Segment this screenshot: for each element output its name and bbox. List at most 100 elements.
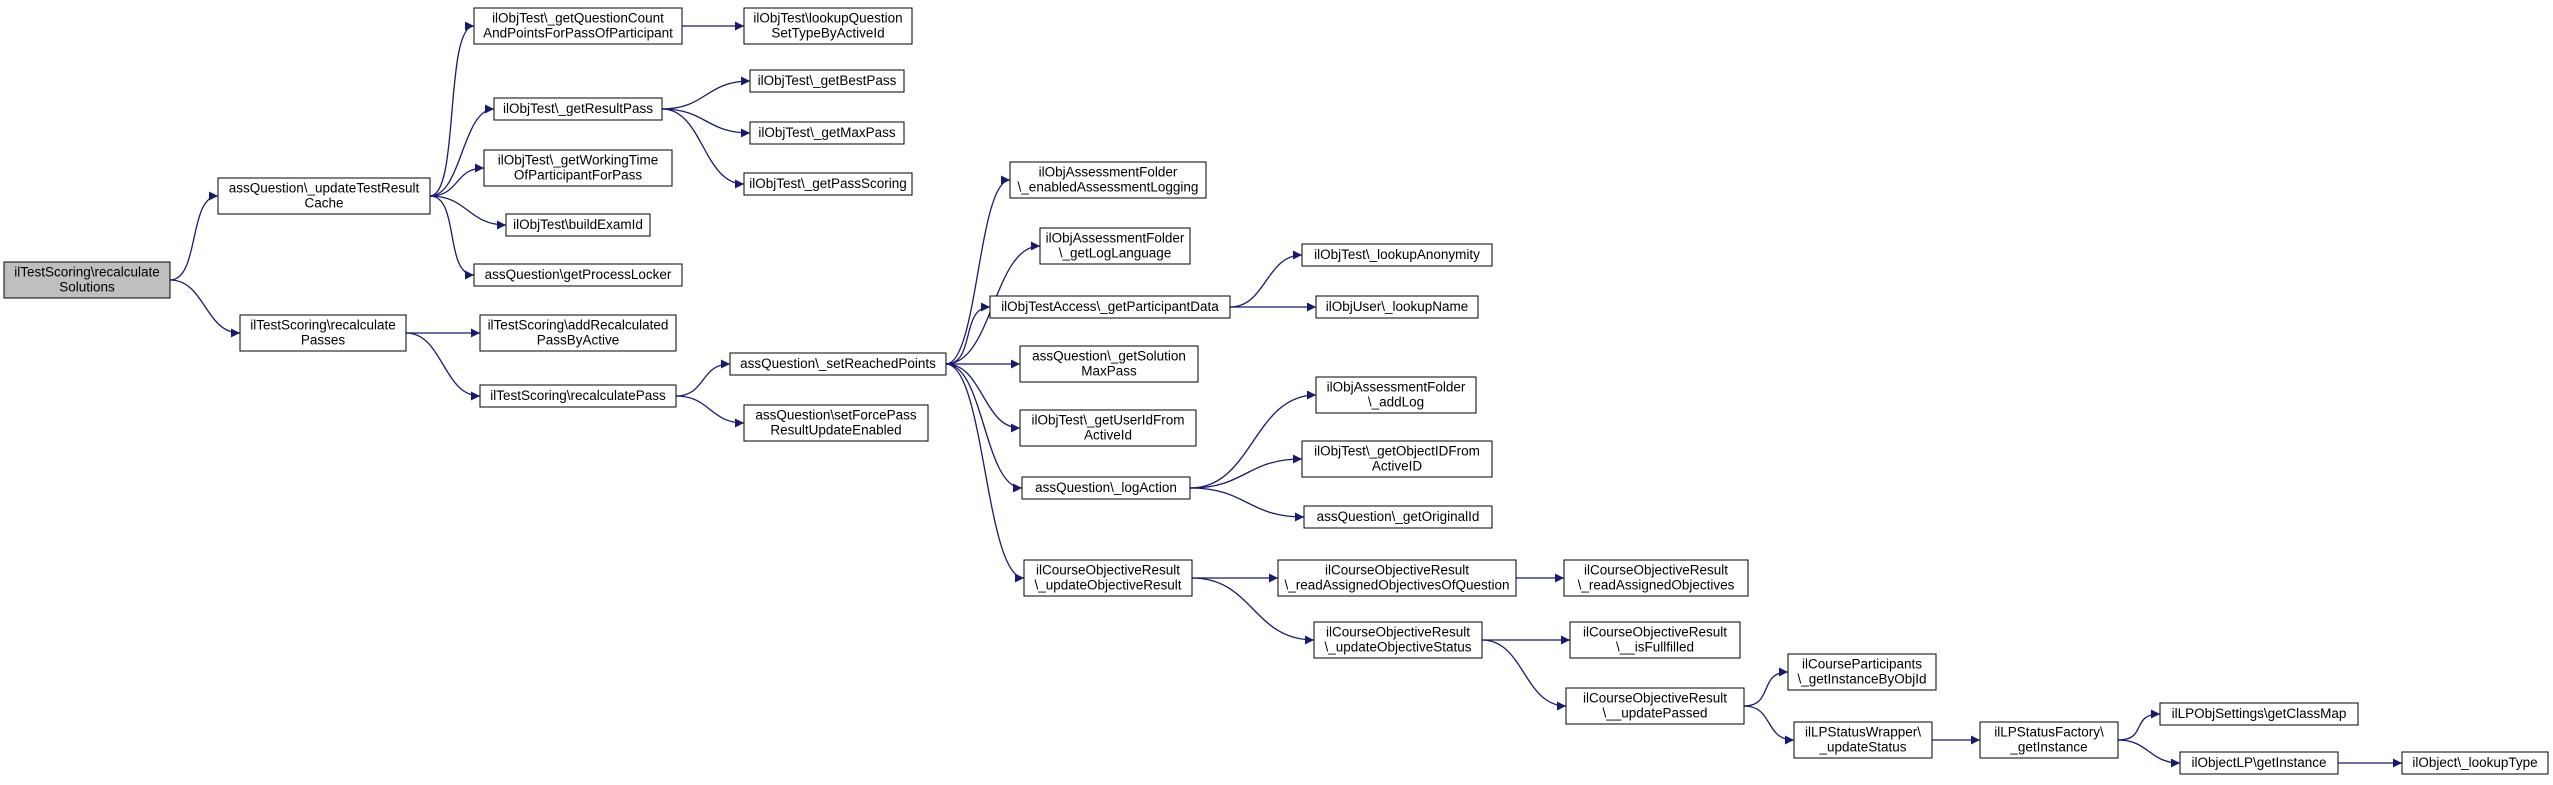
node-box[interactable] — [493, 97, 663, 121]
node-label: assQuestion\_logAction — [1035, 480, 1177, 495]
node-label: assQuestion\setForcePass — [755, 408, 917, 423]
node-grp[interactable]: ilObjTest\_getResultPass — [493, 97, 663, 121]
node-arp[interactable]: ilTestScoring\addRecalculatedPassByActiv… — [479, 314, 677, 352]
node-box[interactable] — [1023, 559, 1193, 597]
node-label: ilCourseObjectiveResult — [1583, 625, 1727, 640]
node-goi[interactable]: assQuestion\_getOriginalId — [1303, 505, 1493, 529]
node-label: \_getLogLanguage — [1059, 246, 1172, 261]
node-box[interactable] — [1569, 621, 1741, 659]
node-box[interactable] — [1563, 559, 1749, 597]
node-box[interactable] — [239, 314, 407, 352]
node-lname[interactable]: ilObjUser\_lookupName — [1315, 295, 1479, 319]
node-gcm[interactable]: ilLPObjSettings\getClassMap — [2159, 702, 2359, 726]
node-box[interactable] — [743, 404, 929, 442]
node-box[interactable] — [2159, 702, 2359, 726]
node-box[interactable] — [1787, 653, 1937, 691]
node-label: ilObjTest\_getQuestionCount — [492, 11, 664, 26]
node-label: SetTypeByActiveId — [771, 26, 884, 41]
node-lty[interactable]: ilObject\_lookupType — [2401, 751, 2549, 775]
node-uor[interactable]: ilCourseObjectiveResult\_updateObjective… — [1023, 559, 1193, 597]
node-label: ilCourseParticipants — [1802, 657, 1922, 672]
node-label: ilLPStatusFactory\ — [1994, 725, 2104, 740]
node-box[interactable] — [749, 69, 905, 93]
node-box[interactable] — [217, 177, 431, 215]
node-olpgi[interactable]: ilObjectLP\getInstance — [2179, 751, 2339, 775]
node-box[interactable] — [1009, 161, 1207, 199]
node-box[interactable] — [473, 263, 683, 287]
node-label: ilTestScoring\recalculatePass — [490, 388, 666, 403]
node-label: \_updateObjectiveResult — [1034, 578, 1181, 593]
node-box[interactable] — [749, 121, 905, 145]
node-box[interactable] — [2401, 751, 2549, 775]
node-box[interactable] — [1303, 505, 1493, 529]
node-box[interactable] — [483, 149, 673, 187]
node-box[interactable] — [1315, 376, 1477, 414]
node-box[interactable] — [1315, 295, 1479, 319]
node-box[interactable] — [729, 352, 947, 376]
node-label: ilTestScoring\recalculate — [14, 265, 160, 280]
node-isf[interactable]: ilCourseObjectiveResult\__isFullfilled — [1569, 621, 1741, 659]
node-gmp[interactable]: ilObjTest\_getMaxPass — [749, 121, 905, 145]
node-label: MaxPass — [1081, 364, 1137, 379]
node-box[interactable] — [743, 172, 913, 196]
call-edge-rcpass-to-srp — [675, 359, 731, 397]
node-box[interactable] — [3, 261, 171, 299]
node-gibo[interactable]: ilCourseParticipants\_getInstanceByObjId — [1787, 653, 1937, 691]
node-box[interactable] — [1277, 559, 1517, 597]
node-box[interactable] — [479, 384, 677, 408]
node-eal[interactable]: ilObjAssessmentFolder\_enabledAssessment… — [1009, 161, 1207, 199]
node-alog[interactable]: ilObjAssessmentFolder\_addLog — [1315, 376, 1477, 414]
node-box[interactable] — [989, 295, 1231, 319]
call-edge-gpd-to-lanon — [1229, 250, 1303, 308]
node-gwt[interactable]: ilObjTest\_getWorkingTimeOfParticipantFo… — [483, 149, 673, 187]
node-lanon[interactable]: ilObjTest\_lookupAnonymity — [1301, 243, 1493, 267]
node-box[interactable] — [1301, 243, 1493, 267]
node-srp[interactable]: assQuestion\_setReachedPoints — [729, 352, 947, 376]
node-lact[interactable]: assQuestion\_logAction — [1021, 476, 1191, 500]
node-box[interactable] — [2179, 751, 2339, 775]
call-edge-rcpass-to-sfp — [675, 395, 745, 428]
node-box[interactable] — [1301, 440, 1493, 478]
node-box[interactable] — [479, 314, 677, 352]
call-edge-utrc-to-grp — [429, 104, 495, 197]
node-rcpass[interactable]: ilTestScoring\recalculatePass — [479, 384, 677, 408]
node-lqst[interactable]: ilObjTest\lookupQuestionSetTypeByActiveI… — [743, 7, 913, 45]
node-gpd[interactable]: ilObjTestAccess\_getParticipantData — [989, 295, 1231, 319]
node-bei[interactable]: ilObjTest\buildExamId — [505, 213, 651, 237]
node-label: ilCourseObjectiveResult — [1326, 625, 1470, 640]
node-label: assQuestion\_getSolution — [1032, 349, 1186, 364]
node-gps[interactable]: ilObjTest\_getPassScoring — [743, 172, 913, 196]
node-label: Passes — [301, 333, 346, 348]
call-edge-upd-to-gibo — [1743, 667, 1789, 707]
node-rao[interactable]: ilCourseObjectiveResult\_readAssignedObj… — [1563, 559, 1749, 597]
node-sfp[interactable]: assQuestion\setForcePassResultUpdateEnab… — [743, 404, 929, 442]
node-gqc[interactable]: ilObjTest\_getQuestionCountAndPointsForP… — [473, 7, 683, 45]
node-gpl[interactable]: assQuestion\getProcessLocker — [473, 263, 683, 287]
node-upd[interactable]: ilCourseObjectiveResult\__updatePassed — [1565, 687, 1745, 725]
node-box[interactable] — [1039, 227, 1191, 265]
call-edge-lpsf-to-olpgi — [2117, 739, 2181, 768]
node-gbp[interactable]: ilObjTest\_getBestPass — [749, 69, 905, 93]
node-box[interactable] — [743, 7, 913, 45]
node-lpsf[interactable]: ilLPStatusFactory\_getInstance — [1979, 721, 2119, 759]
node-uos[interactable]: ilCourseObjectiveResult\_updateObjective… — [1313, 621, 1483, 659]
node-lpsw[interactable]: ilLPStatusWrapper\_updateStatus — [1793, 721, 1933, 759]
node-box[interactable] — [1565, 687, 1745, 725]
node-box[interactable] — [473, 7, 683, 45]
node-raoq[interactable]: ilCourseObjectiveResult\_readAssignedObj… — [1277, 559, 1517, 597]
node-box[interactable] — [1793, 721, 1933, 759]
node-box[interactable] — [1313, 621, 1483, 659]
node-box[interactable] — [505, 213, 651, 237]
node-box[interactable] — [1019, 345, 1199, 383]
node-box[interactable] — [1019, 409, 1197, 447]
node-gll[interactable]: ilObjAssessmentFolder\_getLogLanguage — [1039, 227, 1191, 265]
call-edge-srp-to-lact — [945, 363, 1023, 493]
node-box[interactable] — [1021, 476, 1191, 500]
node-box[interactable] — [1979, 721, 2119, 759]
